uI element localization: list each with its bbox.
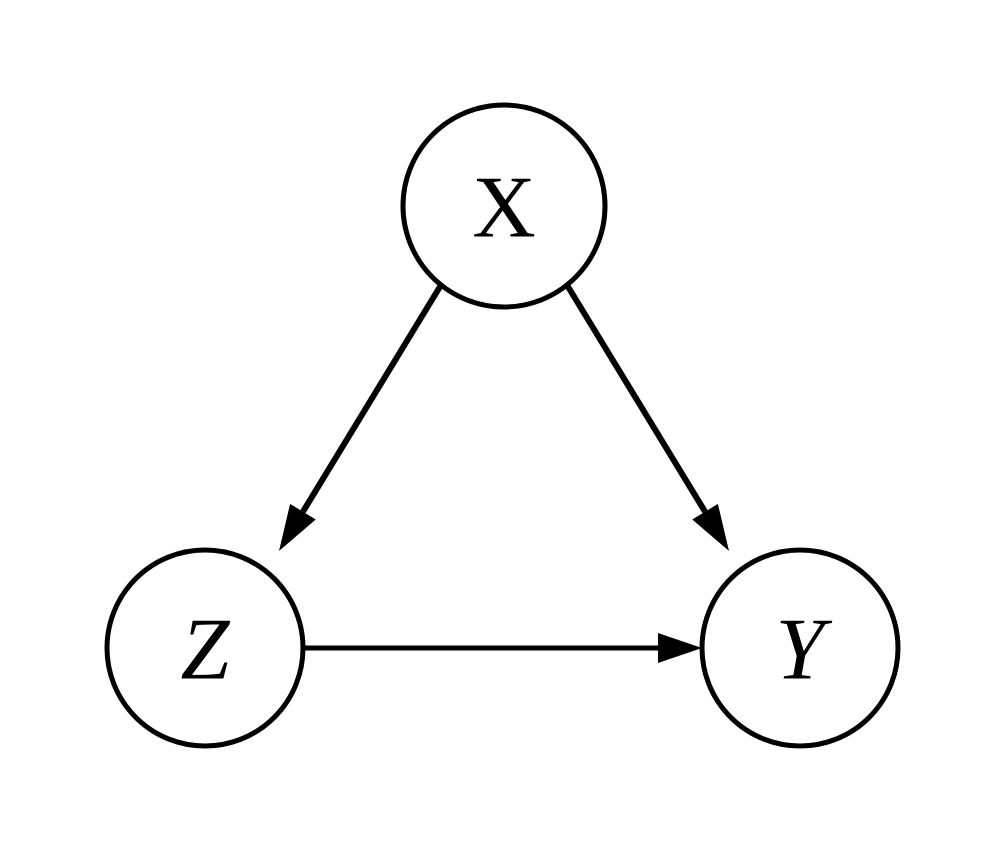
edge-shaft (564, 283, 708, 514)
node-label-z: Z (181, 602, 231, 699)
node-label-y: Y (776, 602, 833, 699)
arrowhead-icon (692, 503, 729, 551)
node-y[interactable]: Y (699, 547, 901, 749)
edges-layer (279, 283, 729, 663)
edge-x-to-y (564, 283, 729, 551)
edge-x-to-z (279, 283, 444, 551)
nodes-layer: X Z Y (104, 102, 901, 749)
node-label-x: X (472, 160, 536, 257)
edge-shaft (300, 283, 444, 514)
arrowhead-icon (279, 503, 316, 551)
node-circle-x[interactable] (400, 102, 608, 310)
node-x[interactable]: X (400, 102, 608, 310)
node-circle-z[interactable] (104, 547, 306, 749)
node-circle-y[interactable] (699, 547, 901, 749)
node-z[interactable]: Z (104, 547, 306, 749)
arrowhead-icon (658, 633, 702, 663)
edge-z-to-y (303, 633, 702, 663)
